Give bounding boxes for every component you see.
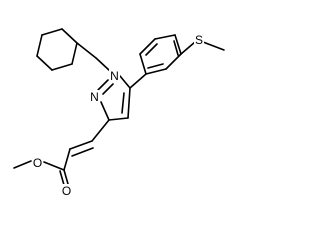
- atom-carbonyl-oxygen: O: [61, 184, 72, 198]
- atom-ether-oxygen: O: [32, 156, 43, 170]
- atom-n1: N: [109, 69, 120, 83]
- atom-n1-label: N: [110, 69, 119, 83]
- chemical-structure: N N S O O: [13, 28, 225, 198]
- atom-sulfur: S: [194, 33, 204, 47]
- atom-sulfur-label: S: [195, 33, 203, 47]
- methylthiophenyl-group: [129, 34, 225, 89]
- pyrazole-ring: [97, 75, 131, 121]
- atom-n2: N: [89, 90, 100, 104]
- atom-carbonyl-oxygen-label: O: [62, 184, 71, 198]
- atom-ether-oxygen-label: O: [33, 156, 42, 170]
- methylene-linker: [76, 42, 111, 72]
- acrylate-chain: [13, 119, 110, 186]
- atom-n2-label: N: [90, 90, 99, 104]
- cyclohexane-ring: [36, 28, 78, 71]
